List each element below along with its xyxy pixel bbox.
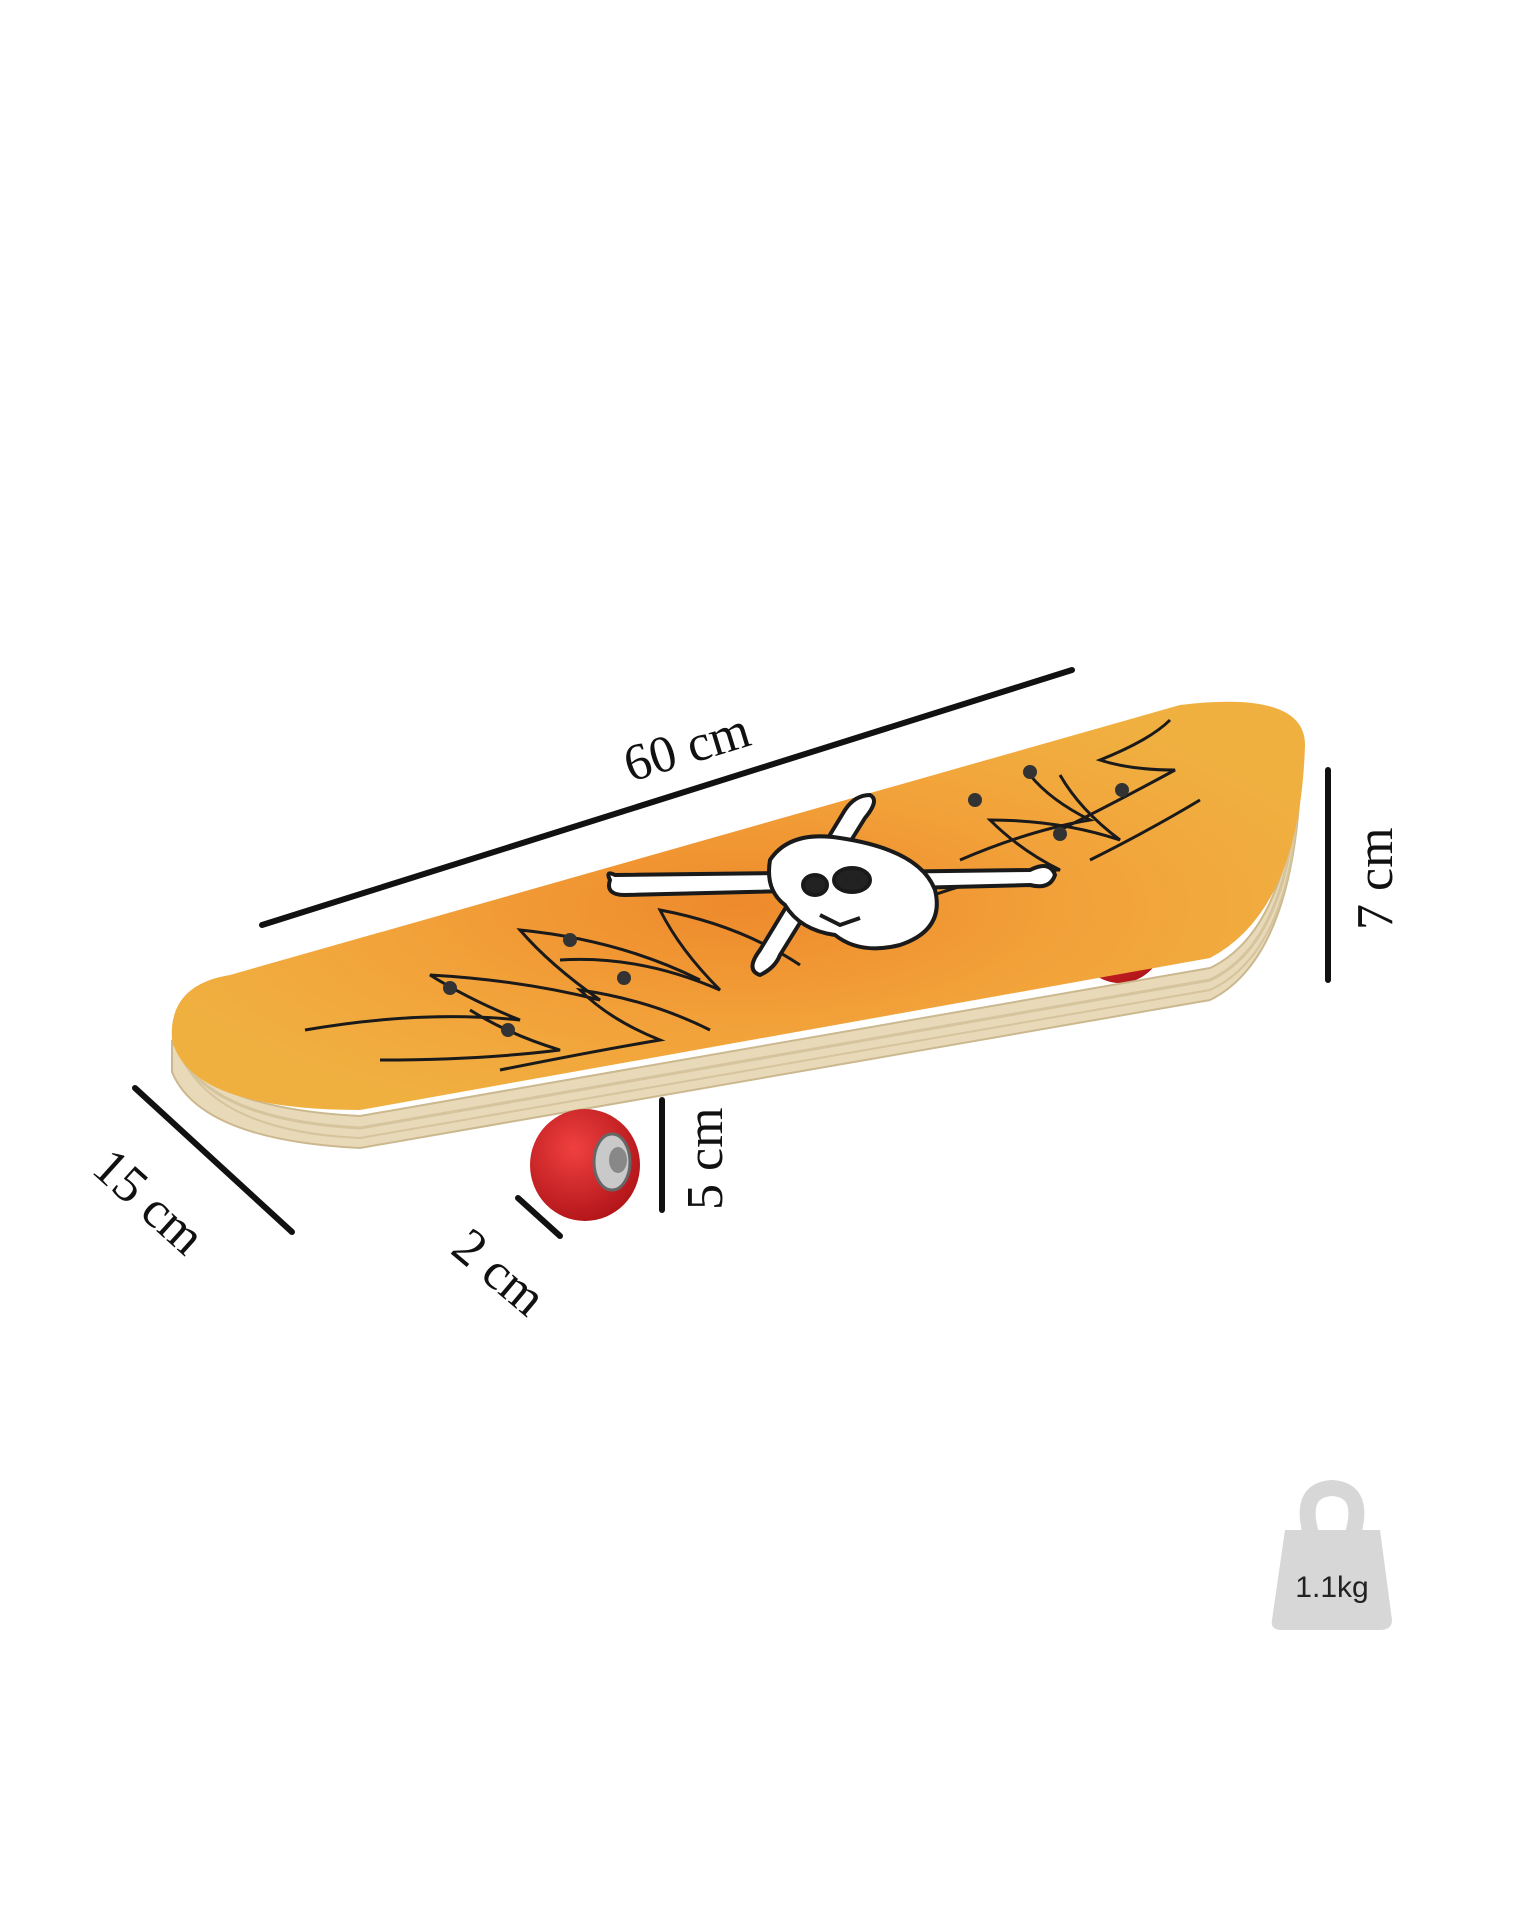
- skull-crossbones-graphic: [606, 792, 1058, 978]
- length-dimension-line: [259, 667, 1075, 928]
- wheel-height-label: 5 cm: [677, 1107, 734, 1210]
- dimension-lines: [132, 667, 1331, 1239]
- skateboard-deck: [171, 701, 1305, 1110]
- truck-bolts: [443, 765, 1129, 1037]
- weight-label: 1.1kg: [1295, 1571, 1369, 1604]
- deck-height-label: 7 cm: [1347, 827, 1404, 930]
- flame-graphic-left: [304, 907, 801, 1072]
- front-wheel: [530, 1109, 640, 1221]
- width-dimension-line: [132, 1085, 295, 1235]
- kettlebell-weight-icon: [1271, 1479, 1392, 1630]
- wheel-width-dimension-line: [515, 1195, 563, 1239]
